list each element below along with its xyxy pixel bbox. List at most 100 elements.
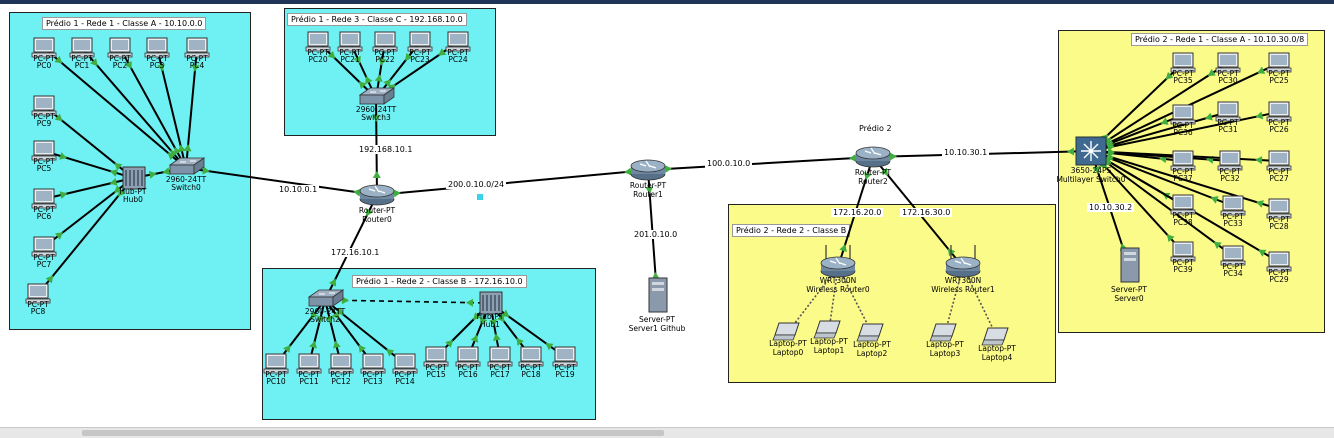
link-Switch2-PC11[interactable] — [308, 299, 326, 365]
link-Router1-Router2[interactable] — [647, 156, 874, 171]
link-status-marker — [170, 149, 178, 158]
scrollbar-thumb[interactable] — [82, 430, 664, 436]
device-type-label: PC-PT — [1217, 118, 1239, 127]
zone-predio1-rede3[interactable] — [284, 8, 496, 136]
link-PC0-Switch0[interactable] — [43, 47, 187, 169]
link-MLS-PC30[interactable] — [1090, 62, 1229, 152]
link-MLS-PC26[interactable] — [1090, 111, 1280, 152]
dashed-link-Switch2-Hub1[interactable] — [324, 299, 491, 304]
link-status-marker — [1256, 200, 1264, 208]
link-Switch2-PC13[interactable] — [324, 299, 374, 365]
link-MLS-PC33[interactable] — [1090, 150, 1234, 207]
link-PC8-Hub0[interactable] — [37, 177, 134, 295]
link-status-marker — [372, 171, 381, 179]
device-name-label: PC29 — [1269, 275, 1289, 284]
link-Switch2-PC12[interactable] — [324, 299, 342, 365]
device-name-label: PC31 — [1218, 125, 1238, 134]
link-PC1-Switch0[interactable] — [81, 47, 187, 169]
link-status-marker — [162, 167, 171, 176]
device-name-label: PC17 — [490, 370, 510, 379]
link-Switch2-PC10[interactable] — [275, 299, 326, 365]
device-name-label: PC14 — [395, 377, 415, 386]
link-status-marker — [1210, 196, 1219, 204]
horizontal-scrollbar[interactable] — [0, 427, 1334, 438]
link-Switch0-Router0[interactable] — [185, 167, 378, 196]
link-MLS-PC34[interactable] — [1090, 150, 1234, 257]
wireless-link-WR0-Laptop0[interactable] — [787, 266, 839, 333]
selection-handle[interactable] — [477, 194, 483, 200]
link-status-marker — [117, 188, 126, 197]
link-PC6-Hub0[interactable] — [43, 177, 134, 200]
wireless-link-WR0-Laptop1[interactable] — [828, 266, 839, 331]
link-status-marker — [341, 296, 349, 305]
link-MLS-PC28[interactable] — [1090, 150, 1280, 210]
wireless-link-WR1-Laptop4[interactable] — [962, 266, 998, 338]
link-PC5-Hub0[interactable] — [43, 150, 134, 179]
device-type-label: PC-PT — [394, 370, 416, 379]
link-Router0-Router1[interactable] — [376, 169, 649, 196]
device-type-label: Laptop-PT — [769, 339, 807, 348]
wireless-link-WR0-Laptop2[interactable] — [837, 266, 873, 334]
wireless-link-WR1-Laptop3[interactable] — [944, 266, 964, 334]
